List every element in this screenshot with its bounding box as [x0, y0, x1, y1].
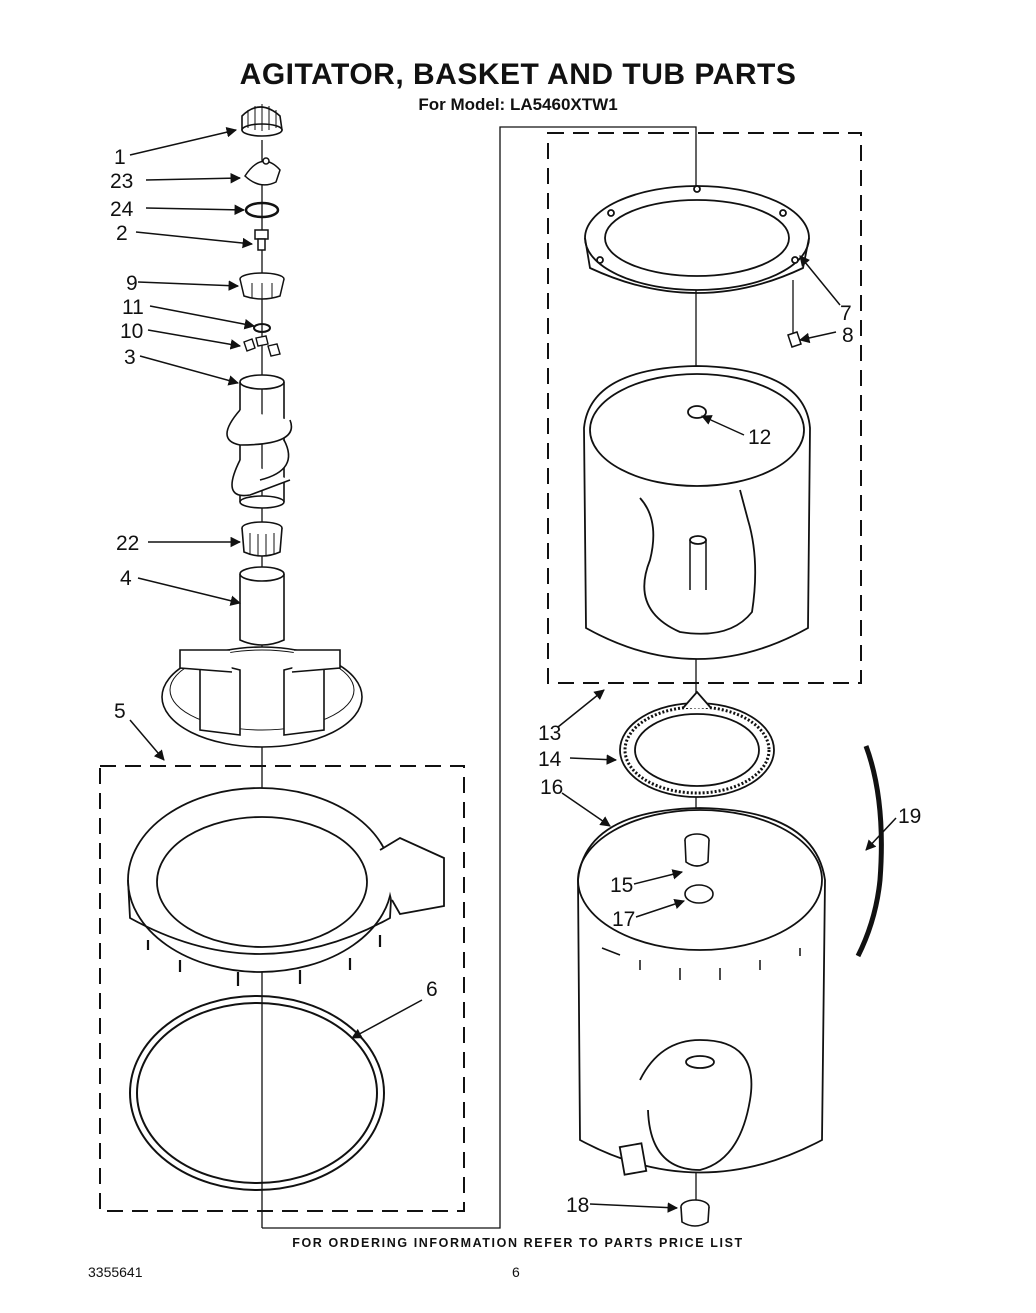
model-number: For Model: LA5460XTW1	[418, 95, 618, 114]
cap-insert-part	[244, 157, 281, 186]
agitator-auger-part	[226, 374, 293, 509]
page-title: AGITATOR, BASKET AND TUB PARTS	[239, 58, 797, 91]
tub-ring-part	[127, 787, 445, 986]
agitator-base-part	[161, 566, 363, 748]
drain-plug-part	[680, 1199, 710, 1227]
callout-23: 23	[110, 170, 133, 193]
callout-22: 22	[116, 532, 139, 555]
callout-18: 18	[566, 1194, 589, 1217]
callout-4: 4	[120, 567, 132, 590]
document-number: 3355641	[88, 1264, 143, 1280]
callout-5: 5	[114, 700, 126, 723]
agitator-cap-part	[241, 104, 283, 137]
callout-8: 8	[842, 324, 854, 347]
callout-15: 15	[610, 874, 633, 897]
dashed-group-boxes	[99, 132, 862, 1212]
callout-3: 3	[124, 346, 136, 369]
callout-1: 1	[114, 146, 126, 169]
basket-ring-part	[584, 185, 810, 294]
callout-6: 6	[426, 978, 438, 1001]
tub-cover-part	[619, 690, 775, 798]
wash-basket-part	[583, 365, 811, 660]
callout-14: 14	[538, 748, 562, 771]
callout-2: 2	[116, 222, 128, 245]
bearing-seal-parts	[684, 833, 714, 904]
callout-17: 17	[612, 908, 635, 931]
bearing-part	[241, 521, 283, 557]
gasket-part	[129, 995, 385, 1191]
callout-7: 7	[840, 302, 852, 325]
callout-10: 10	[120, 320, 143, 343]
ordering-note: FOR ORDERING INFORMATION REFER TO PARTS …	[292, 1236, 744, 1250]
basket-group-box	[547, 132, 862, 684]
callout-9: 9	[126, 272, 138, 295]
callout-leaders	[129, 127, 897, 1213]
outer-tub-part	[577, 807, 826, 1176]
callout-13: 13	[538, 722, 561, 745]
callout-16: 16	[540, 776, 563, 799]
cam-part	[239, 272, 285, 300]
page-number: 6	[512, 1264, 520, 1280]
dogs-part	[243, 335, 281, 357]
screw-part	[787, 331, 802, 348]
o-ring-part	[244, 201, 280, 219]
callout-19: 19	[898, 805, 921, 828]
callout-numbers: 1 23 24 2 9 11 10 3 22 4 5 6 7 8 12 13 1…	[110, 146, 921, 1217]
tub-ring-group-box	[99, 765, 465, 1212]
bolt-part	[254, 229, 269, 251]
callout-11: 11	[122, 296, 144, 319]
hose-part	[855, 745, 884, 958]
callout-12: 12	[748, 426, 771, 449]
callout-24: 24	[110, 198, 134, 221]
